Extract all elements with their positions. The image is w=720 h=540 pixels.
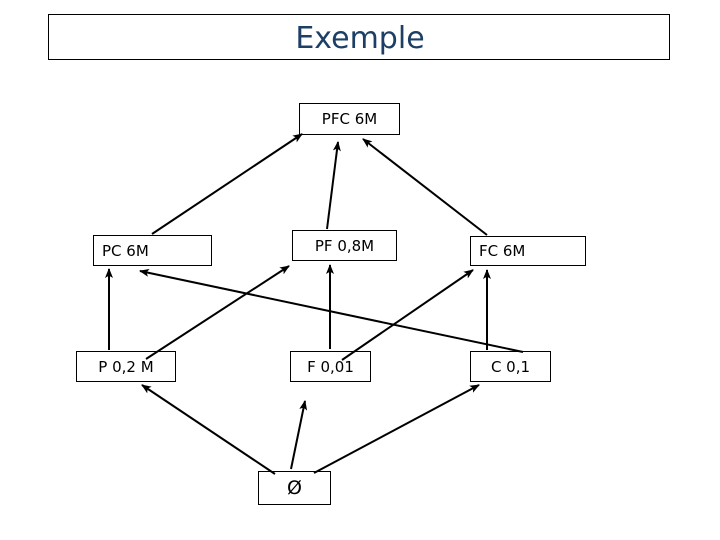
edge-p-to-pf [145, 265, 290, 360]
node-c-label: C 0,1 [490, 357, 531, 376]
node-f-label: F 0,01 [307, 357, 354, 376]
node-f[interactable]: F 0,01 [290, 351, 371, 382]
node-empty-set[interactable]: Ø [258, 471, 331, 505]
node-pfc-label: PFC 6M [321, 110, 378, 128]
edge-f-to-fc [341, 269, 474, 361]
node-fc[interactable]: FC 6M [470, 236, 586, 266]
node-empty-set-label: Ø [287, 477, 302, 499]
node-pf[interactable]: PF 0,8M [292, 230, 397, 261]
edge-empty-to-c [313, 384, 480, 474]
edge-empty-to-p [141, 384, 276, 475]
node-pfc[interactable]: PFC 6M [299, 103, 400, 135]
edge-pf-to-pfc [326, 141, 341, 230]
title-box: Exemple [48, 14, 670, 60]
page-title: Exemple [295, 20, 425, 56]
edge-empty-to-f [290, 400, 308, 470]
edge-pc-to-pfc [151, 133, 303, 235]
node-p[interactable]: P 0,2 M [76, 351, 176, 382]
node-p-label: P 0,2 M [98, 357, 154, 376]
node-pc-label: PC 6M [102, 241, 149, 260]
node-pf-label: PF 0,8M [314, 236, 375, 255]
edge-c-to-pc [139, 268, 524, 353]
node-c[interactable]: C 0,1 [470, 351, 551, 382]
edge-fc-to-pfc [362, 138, 488, 236]
node-pc[interactable]: PC 6M [93, 235, 212, 266]
node-fc-label: FC 6M [479, 242, 526, 260]
